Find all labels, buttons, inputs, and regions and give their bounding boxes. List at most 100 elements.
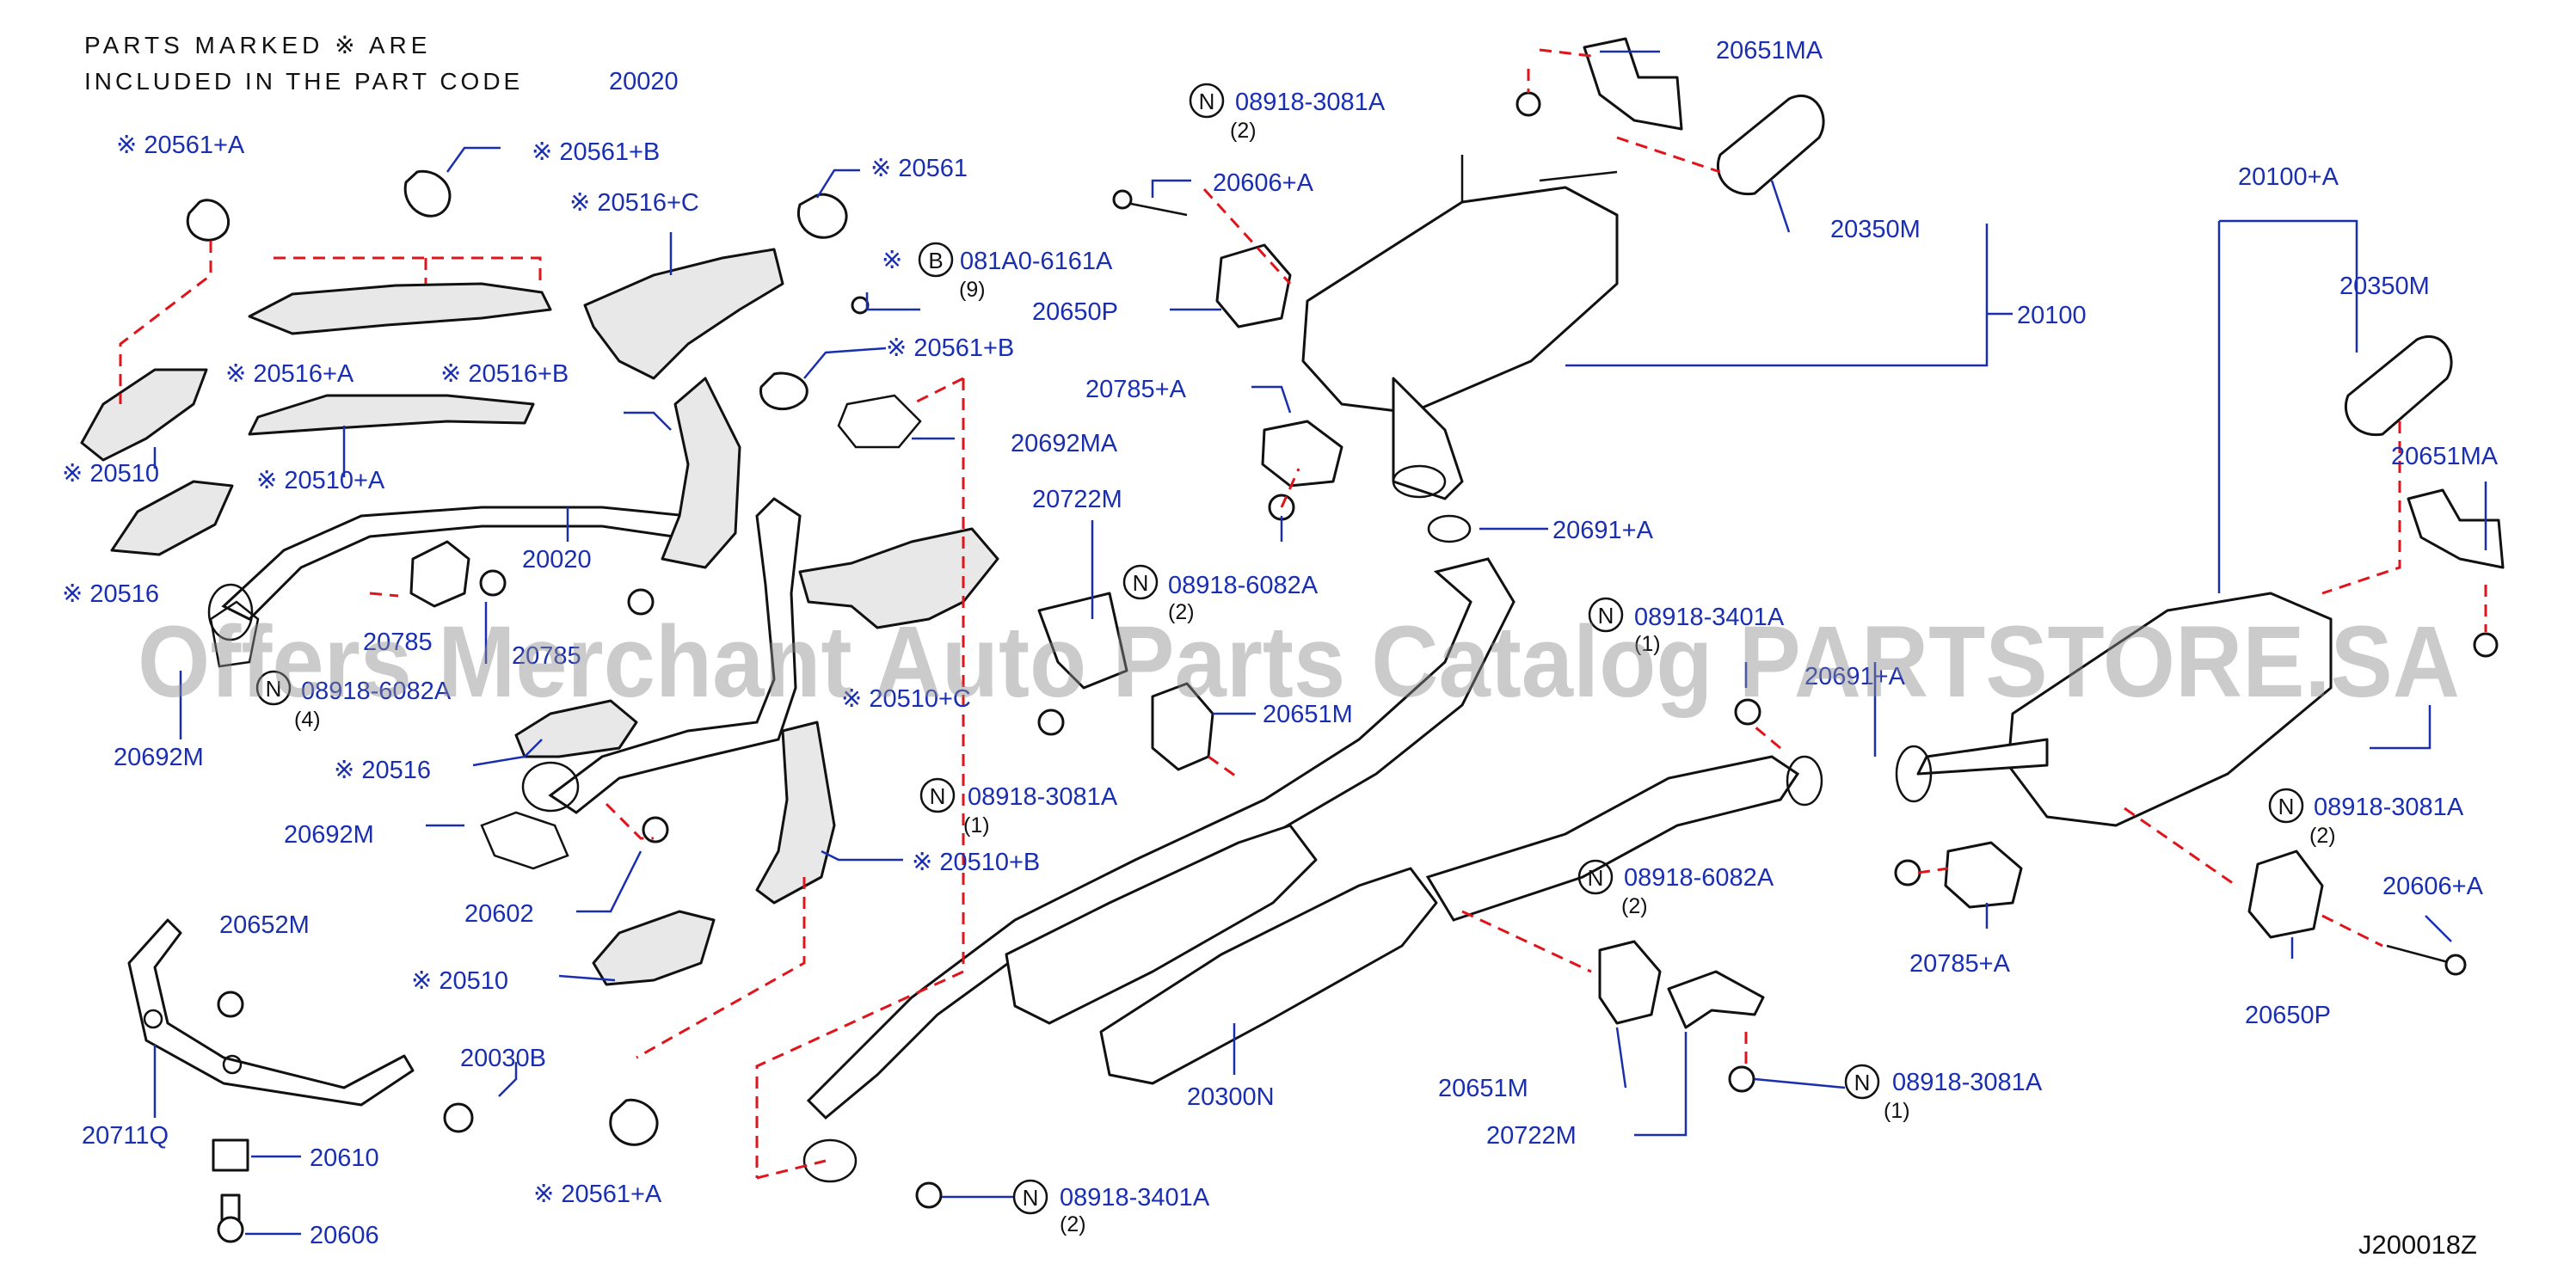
part-label: 08918-6082A bbox=[1168, 572, 1319, 599]
part-label: 20300N bbox=[1187, 1083, 1275, 1111]
part-label: 20692M bbox=[284, 821, 374, 849]
part-label: 08918-6082A bbox=[301, 678, 452, 705]
part-quantity: (2) bbox=[1168, 600, 1195, 624]
part-quantity: (9) bbox=[959, 278, 986, 302]
catalyst-part bbox=[583, 248, 784, 380]
part-label: 20652M bbox=[219, 911, 310, 939]
center-pipe-part bbox=[806, 557, 1515, 1120]
svg-text:N: N bbox=[1598, 603, 1614, 629]
resonator-part bbox=[1099, 867, 1438, 1085]
part-label: 08918-6082A bbox=[1624, 864, 1774, 892]
part-label: 08918-3081A bbox=[968, 783, 1118, 811]
n-mark-icon: N bbox=[1012, 1179, 1048, 1215]
part-label: 08918-3081A bbox=[1235, 89, 1386, 116]
part-label: ※ 20516+A bbox=[225, 360, 354, 388]
part-quantity: (1) bbox=[1634, 632, 1661, 656]
part-quantity: (2) bbox=[1621, 894, 1648, 918]
part-label: 20651MA bbox=[2391, 443, 2499, 470]
part-label: 20030B bbox=[460, 1045, 546, 1072]
part-label: 20020 bbox=[522, 546, 592, 574]
bracket-part bbox=[127, 918, 415, 1107]
part-label: 20100 bbox=[2017, 302, 2087, 329]
part-label: 20722M bbox=[1486, 1122, 1577, 1150]
part-label: ※ bbox=[882, 247, 902, 274]
center-exhaust-assembly bbox=[802, 37, 1825, 1209]
svg-text:N: N bbox=[1133, 570, 1149, 596]
part-label: 081A0-6161A bbox=[960, 248, 1113, 275]
catalyst-part bbox=[661, 377, 741, 569]
part-label: ※ 20510 bbox=[62, 460, 159, 488]
part-label: ※ 20510 bbox=[411, 967, 508, 995]
part-label: 20785 bbox=[363, 629, 433, 656]
watermark-text: Offers Merchant Auto Parts Catalog PARTS… bbox=[138, 605, 2460, 719]
n-mark-icon: N bbox=[919, 777, 956, 813]
n-mark-icon: N bbox=[1122, 564, 1159, 600]
heat-shield-part bbox=[592, 910, 716, 986]
svg-text:N: N bbox=[930, 783, 946, 809]
insulator-part bbox=[1261, 420, 1343, 488]
part-label: ※ 20561 bbox=[870, 155, 968, 182]
part-label: ※ 20516 bbox=[62, 580, 159, 608]
part-label: ※ 20561+A bbox=[116, 132, 245, 159]
clamp-part bbox=[403, 169, 452, 218]
tail-tip-part bbox=[1716, 94, 1825, 196]
part-label: ※ 20561+A bbox=[533, 1181, 662, 1208]
b-mark-icon: B bbox=[918, 242, 954, 278]
insulator-part bbox=[1944, 841, 2023, 909]
part-label: 20651M bbox=[1438, 1075, 1528, 1102]
bracket-part bbox=[1667, 970, 1765, 1029]
clamp-part bbox=[609, 1098, 659, 1146]
part-label: 20100+A bbox=[2238, 163, 2339, 191]
part-label: 20610 bbox=[310, 1144, 379, 1172]
part-label: 08918-3401A bbox=[1060, 1184, 1210, 1212]
part-label: 20785+A bbox=[1909, 950, 2011, 978]
clamp-part bbox=[759, 371, 808, 411]
heat-shield-part bbox=[80, 368, 208, 462]
catalyst-part bbox=[755, 721, 836, 905]
heat-shield-part bbox=[248, 394, 535, 436]
part-label: 20691+A bbox=[1804, 663, 1906, 690]
part-label: 20350M bbox=[2339, 273, 2430, 300]
part-label: 20785 bbox=[512, 642, 581, 670]
header-line-1: PARTS MARKED ※ ARE bbox=[84, 32, 431, 58]
part-label: 20650P bbox=[2245, 1002, 2331, 1029]
n-mark-icon: N bbox=[1189, 83, 1225, 119]
rubber-mount-part bbox=[1215, 243, 1292, 328]
hanger-bracket-part bbox=[2407, 488, 2505, 569]
part-label: 20692M bbox=[114, 744, 204, 771]
part-label: ※ 20510+A bbox=[256, 467, 385, 494]
resonator-part bbox=[1005, 824, 1318, 1025]
part-label: 20691+A bbox=[1552, 517, 1654, 544]
dashed-leaders bbox=[119, 48, 2487, 1180]
header-part-code: 20020 bbox=[609, 68, 679, 95]
circled-marks: B N N N N N N N N N N bbox=[255, 83, 2304, 1215]
hanger-bracket-part bbox=[1583, 37, 1683, 131]
hanger-part bbox=[1598, 940, 1662, 1025]
clamp-part bbox=[796, 193, 848, 239]
insulator-part bbox=[409, 540, 470, 608]
part-label: 20350M bbox=[1830, 216, 1921, 243]
part-quantity: (4) bbox=[294, 708, 321, 732]
svg-text:N: N bbox=[1854, 1070, 1871, 1095]
part-label: 20692MA bbox=[1011, 430, 1118, 457]
svg-text:N: N bbox=[1023, 1185, 1039, 1211]
front-pipe-part bbox=[548, 497, 802, 814]
rubber-mount-part bbox=[2247, 850, 2324, 939]
part-label: 20602 bbox=[464, 900, 534, 928]
part-label: 20722M bbox=[1032, 486, 1122, 513]
part-label: ※ 20510+B bbox=[912, 849, 1040, 876]
right-exhaust-assembly bbox=[1894, 334, 2505, 976]
part-label: 20606+A bbox=[1213, 169, 1314, 197]
part-label: 08918-3081A bbox=[2314, 794, 2464, 821]
part-label: 20650P bbox=[1032, 298, 1118, 326]
sub-muffler-part bbox=[2007, 592, 2333, 827]
part-labels: ※ 20561+A ※ 20561+B ※ 20516+C ※ 20561 ※ … bbox=[62, 37, 2499, 1249]
part-quantity: (2) bbox=[1230, 119, 1257, 143]
main-muffler-part bbox=[1301, 186, 1619, 414]
heat-shield-part bbox=[110, 480, 234, 556]
part-quantity: (1) bbox=[963, 813, 990, 837]
n-mark-icon: N bbox=[1588, 597, 1624, 633]
part-label: ※ 20516 bbox=[334, 757, 431, 784]
clamp-part bbox=[186, 199, 231, 242]
